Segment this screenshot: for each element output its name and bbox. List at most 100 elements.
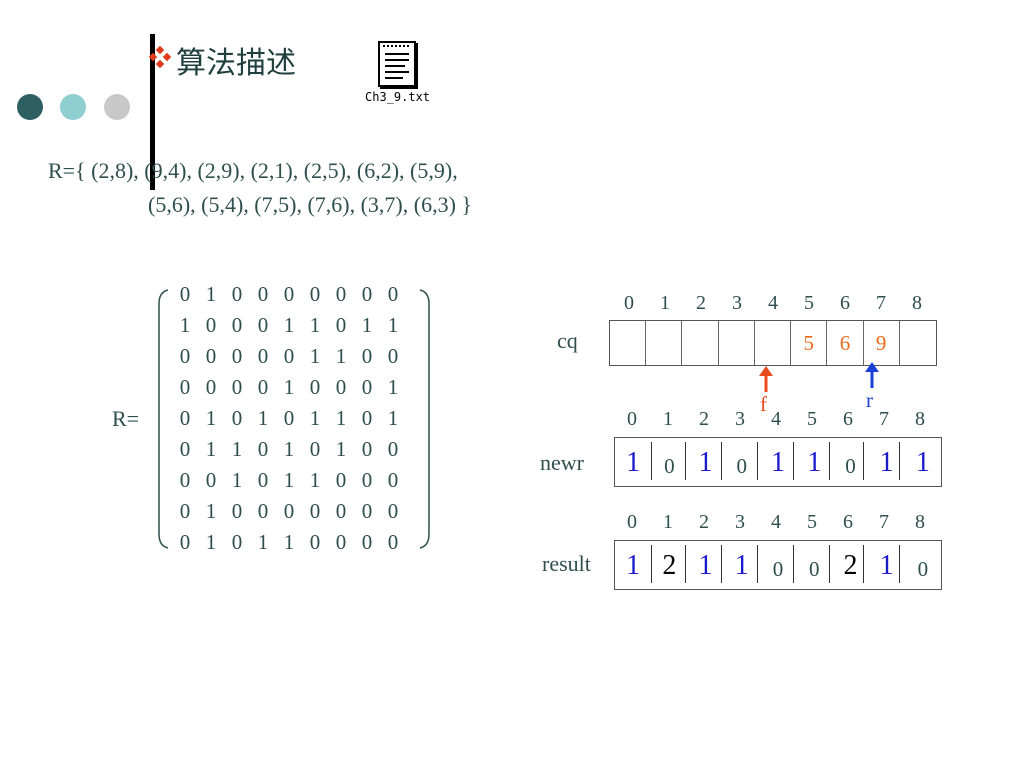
matrix-cell: 1 (205, 499, 217, 523)
matrix-cell: 0 (179, 468, 191, 492)
matrix-cell: 0 (205, 468, 217, 492)
matrix-cell: 1 (335, 437, 347, 461)
matrix-right-bracket (419, 289, 430, 549)
newr-cell: 0 (845, 454, 856, 478)
result-cell: 0 (808, 557, 820, 581)
matrix-label: R= (112, 406, 140, 431)
result-cell: 2 (662, 550, 677, 581)
matrix-cell: 0 (361, 437, 373, 461)
decor-dot-gray (104, 94, 130, 120)
newr-cell: 1 (807, 447, 822, 478)
index-label: 1 (663, 511, 673, 533)
matrix-cell: 0 (283, 499, 295, 523)
front-arrow-icon (759, 366, 773, 392)
matrix-cell: 0 (257, 313, 269, 337)
matrix-cell: 0 (387, 468, 399, 492)
cq-cell: 9 (864, 321, 900, 365)
index-label: 3 (735, 511, 745, 533)
matrix-cell: 0 (335, 499, 347, 523)
result-cell: 0 (772, 557, 784, 581)
matrix-cell: 0 (231, 530, 243, 554)
cq-cell (610, 321, 647, 365)
index-label: 4 (771, 511, 781, 533)
matrix-cell: 0 (231, 344, 243, 368)
cell-divider (829, 545, 830, 583)
index-label: 2 (696, 292, 706, 314)
matrix-cell: 0 (205, 375, 217, 399)
matrix-cell: 1 (205, 437, 217, 461)
matrix-cell: 0 (361, 375, 373, 399)
matrix-cell: 1 (283, 530, 295, 554)
index-label: 1 (660, 292, 670, 314)
result-cell: 2 (843, 550, 858, 581)
cell-divider (685, 545, 686, 583)
matrix-cell: 0 (205, 344, 217, 368)
matrix-cell: 0 (335, 530, 347, 554)
cell-divider (793, 545, 794, 583)
matrix-cell: 0 (257, 344, 269, 368)
result-cell: 1 (734, 550, 749, 581)
decor-dot-teal (60, 94, 86, 120)
matrix-cell: 1 (387, 313, 399, 337)
matrix-cell: 0 (309, 499, 321, 523)
matrix-cell: 0 (361, 468, 373, 492)
cell-divider (899, 545, 900, 583)
matrix-cell: 1 (335, 344, 347, 368)
newr-label: newr (540, 450, 584, 475)
matrix-cell: 0 (257, 499, 269, 523)
result-cell: 1 (626, 550, 641, 581)
index-label: 1 (663, 408, 673, 430)
matrix-cell: 1 (309, 468, 321, 492)
newr-cell: 0 (664, 454, 675, 478)
matrix-cell: 1 (179, 313, 191, 337)
result-cell: 1 (879, 550, 894, 581)
matrix-cell: 0 (309, 530, 321, 554)
cell-divider (899, 442, 900, 480)
matrix-cell: 0 (387, 282, 399, 306)
index-label: 0 (624, 292, 634, 314)
newr-cell: 1 (626, 447, 641, 478)
cq-cell (719, 321, 755, 365)
matrix-cell: 0 (361, 282, 373, 306)
text-file-icon[interactable] (375, 40, 423, 92)
index-label: 6 (843, 511, 853, 533)
matrix-cell: 1 (283, 437, 295, 461)
matrix-cell: 0 (179, 437, 191, 461)
matrix-cell: 1 (283, 468, 295, 492)
cell-divider (721, 545, 722, 583)
cq-label: cq (557, 328, 578, 353)
matrix-cell: 1 (231, 468, 243, 492)
index-label: 7 (879, 408, 889, 430)
matrix-cell: 0 (335, 375, 347, 399)
newr-cell: 1 (879, 447, 894, 478)
matrix-cell: 0 (179, 375, 191, 399)
index-label: 6 (840, 292, 850, 314)
file-caption[interactable]: Ch3_9.txt (365, 90, 431, 104)
matrix-cell: 0 (283, 282, 295, 306)
cq-cell (755, 321, 792, 365)
matrix-cell: 0 (361, 530, 373, 554)
cell-divider (721, 442, 722, 480)
cell-divider (793, 442, 794, 480)
cq-cell: 5 (791, 321, 828, 365)
matrix-cell: 1 (283, 313, 295, 337)
cell-divider (651, 442, 652, 480)
matrix-cell: 1 (387, 406, 399, 430)
matrix-cell: 0 (335, 282, 347, 306)
matrix-cell: 0 (179, 344, 191, 368)
index-label: 5 (807, 511, 817, 533)
matrix-cell: 0 (361, 344, 373, 368)
index-label: 5 (807, 408, 817, 430)
matrix-cell: 0 (231, 499, 243, 523)
